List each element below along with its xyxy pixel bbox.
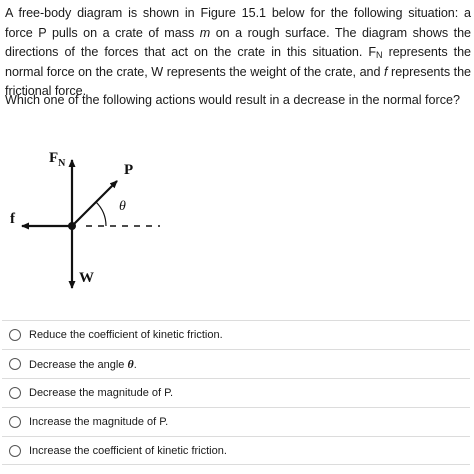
option-reduce-friction-coefficient[interactable]: Reduce the coefficient of kinetic fricti… bbox=[2, 320, 470, 349]
question-part-4: represents the frictional force. bbox=[5, 64, 471, 99]
option-label-suffix: . bbox=[133, 358, 137, 371]
question-text: A free-body diagram is shown in Figure 1… bbox=[5, 4, 471, 102]
radio-button[interactable] bbox=[9, 416, 21, 428]
friction-label: f bbox=[10, 211, 16, 227]
option-decrease-angle[interactable]: Decrease the angle θ. bbox=[2, 349, 470, 378]
option-increase-p-magnitude[interactable]: Increase the magnitude of P. bbox=[2, 407, 470, 436]
radio-button[interactable] bbox=[9, 329, 21, 341]
option-increase-friction-coefficient[interactable]: Increase the coefficient of kinetic fric… bbox=[2, 436, 470, 465]
answer-options: Reduce the coefficient of kinetic fricti… bbox=[0, 320, 474, 465]
radio-button[interactable] bbox=[9, 444, 21, 457]
question-part-1: A free-body diagram is shown in Figure 1… bbox=[5, 6, 471, 40]
free-body-diagram: FN P θ f W bbox=[10, 150, 160, 289]
option-label: Increase the coefficient of kinetic fric… bbox=[29, 444, 227, 457]
normal-subscript: N bbox=[376, 50, 383, 61]
question-part-3: represents the normal force on the crate… bbox=[5, 45, 471, 79]
radio-button[interactable] bbox=[9, 387, 21, 399]
option-label: Decrease the angle θ. bbox=[29, 357, 137, 372]
radio-button[interactable] bbox=[9, 358, 21, 370]
option-decrease-p-magnitude[interactable]: Decrease the magnitude of P. bbox=[2, 378, 470, 407]
option-label: Increase the magnitude of P. bbox=[29, 416, 169, 428]
question-prompt: Which one of the following actions would… bbox=[5, 93, 461, 107]
pull-force-label: P bbox=[124, 162, 133, 178]
origin-point bbox=[68, 222, 76, 230]
normal-force-label: FN bbox=[49, 150, 66, 169]
pull-force-arrow bbox=[71, 180, 118, 227]
question-part-2: on a rough surface. The diagram shows th… bbox=[5, 25, 471, 60]
friction-symbol: f bbox=[384, 64, 388, 79]
angle-label: θ bbox=[119, 199, 126, 214]
mass-symbol: m bbox=[199, 25, 211, 40]
theta-symbol: θ bbox=[127, 356, 134, 371]
option-label-text: Decrease the angle bbox=[29, 358, 128, 371]
option-label: Reduce the coefficient of kinetic fricti… bbox=[29, 329, 223, 341]
angle-arc bbox=[95, 201, 107, 227]
option-label: Decrease the magnitude of P. bbox=[29, 387, 174, 399]
weight-label: W bbox=[79, 270, 94, 286]
